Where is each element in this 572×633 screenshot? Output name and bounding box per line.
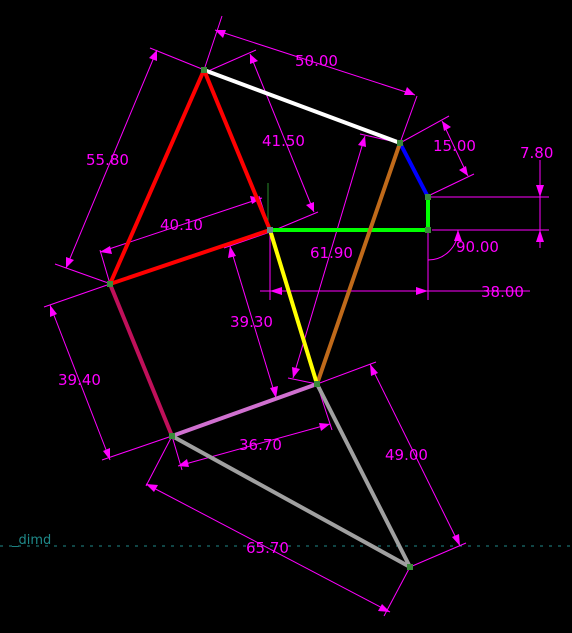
dim-90-00: 90.00 (456, 238, 499, 256)
links (108, 68, 430, 569)
dim-40-10: 40.10 (160, 216, 203, 234)
pink-link (170, 382, 319, 438)
dim-50-00: 50.00 (295, 52, 338, 70)
dim-39-30: 39.30 (230, 313, 273, 331)
dim-39-40: 39.40 (58, 371, 101, 389)
joint-middle (314, 381, 320, 387)
dim-61-90: 61.90 (310, 244, 353, 262)
blue-link (398, 141, 430, 199)
dimension-arrowheads (50, 30, 544, 612)
joint-center (267, 227, 273, 233)
orange-link (315, 141, 402, 386)
joint-blue-green (425, 194, 431, 200)
dimension-labels: 50.00 55.80 41.50 15.00 7.80 40.10 61.90… (58, 52, 553, 557)
joint-green-corner (425, 227, 431, 233)
white-link (202, 68, 402, 145)
joint-upper-right (397, 140, 403, 146)
joint-bottom (407, 564, 413, 570)
joint-lower-left (169, 433, 175, 439)
dim-36-70: 36.70 (239, 436, 282, 454)
dim-65-70: 65.70 (246, 539, 289, 557)
joints (107, 67, 431, 570)
dim-49-00: 49.00 (385, 446, 428, 464)
dim-55-80: 55.80 (86, 151, 129, 169)
dim-38-00: 38.00 (481, 283, 524, 301)
dim-7-80: 7.80 (520, 144, 553, 162)
dim-15-00: 15.00 (433, 137, 476, 155)
joint-top (201, 67, 207, 73)
red-link-left (108, 68, 206, 286)
gray-link-right (315, 382, 412, 569)
red-link-bottom (108, 228, 272, 286)
layer-label: _dimd (11, 533, 51, 548)
yellow-link (268, 228, 319, 386)
joint-left (107, 281, 113, 287)
red-link-right (202, 68, 272, 232)
dim-41-50: 41.50 (262, 132, 305, 150)
crimson-link (108, 282, 174, 438)
gray-link-bottom (170, 434, 412, 569)
